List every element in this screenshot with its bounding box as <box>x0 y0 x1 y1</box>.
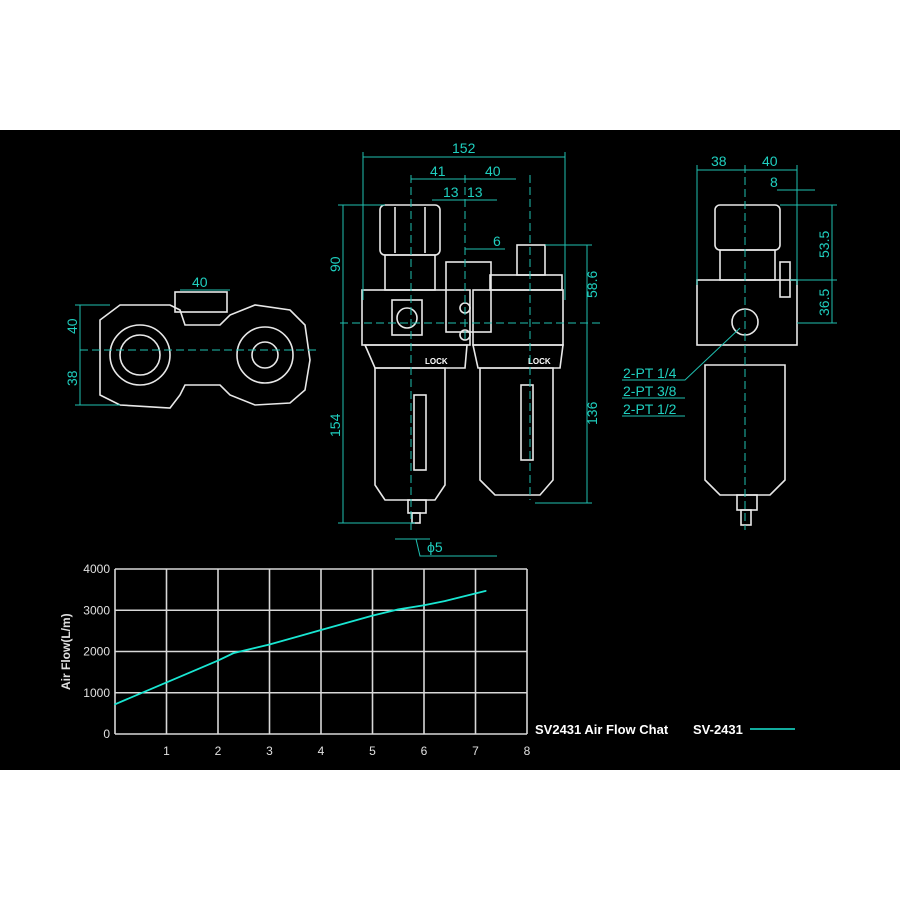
port-label-2: 2-PT 3/8 <box>623 383 677 399</box>
dim-lub-upper: 58.6 <box>584 271 600 298</box>
series-point <box>371 614 374 617</box>
top-right-port <box>236 326 294 384</box>
dim-hole-b: 13 <box>467 184 483 200</box>
x-tick-label: 6 <box>421 744 428 758</box>
dim-hole-a: 13 <box>443 184 459 200</box>
top-body-outline <box>99 304 311 409</box>
series-point <box>423 604 425 607</box>
dim-side-left: 38 <box>711 153 727 169</box>
dim-left-offset: 41 <box>430 163 446 179</box>
top-left-port <box>109 324 171 386</box>
series-point <box>165 681 168 684</box>
chart-title: SV2431 Air Flow Chat <box>535 722 669 737</box>
y-tick-label: 2000 <box>83 645 110 659</box>
dim-top-upper: 40 <box>64 318 80 334</box>
series-point <box>268 643 271 646</box>
filter-bowl <box>374 367 446 501</box>
legend-label: SV-2431 <box>693 722 743 737</box>
x-tick-label: 8 <box>524 744 531 758</box>
dim-slot: 6 <box>493 233 501 249</box>
series-point <box>443 600 446 602</box>
series-point <box>217 659 219 662</box>
x-tick-label: 3 <box>266 744 273 758</box>
side-bowl <box>704 364 786 496</box>
drawing-background <box>0 130 900 770</box>
x-tick-label: 5 <box>369 744 376 758</box>
gauge-dial <box>396 307 418 329</box>
dim-side-lower: 36.5 <box>816 289 832 316</box>
dim-right-offset: 40 <box>485 163 501 179</box>
y-tick-label: 4000 <box>83 562 110 576</box>
front-view: LOCK LOCK 152 41 40 13 13 6 90 154 58.6 … <box>327 140 600 557</box>
lubricator-sight-glass <box>520 384 534 461</box>
y-tick-label: 3000 <box>83 603 110 617</box>
dim-upper-height: 90 <box>327 256 343 272</box>
top-view: 40 40 38 <box>64 274 320 409</box>
y-axis-label: Air Flow(L/m) <box>59 613 73 690</box>
filter-sight-glass <box>413 394 427 471</box>
series-point <box>232 652 235 654</box>
dim-top-lower: 38 <box>64 370 80 386</box>
x-tick-label: 7 <box>472 744 479 758</box>
dim-drain: ϕ5 <box>427 539 443 555</box>
top-left-port-inner <box>119 334 161 376</box>
air-flow-chart: Air Flow(L/m) SV2431 Air Flow Chat SV-24… <box>59 562 795 758</box>
top-bracket <box>174 291 228 313</box>
lubricator-bowl <box>479 367 554 496</box>
port-label-3: 2-PT 1/2 <box>623 401 677 417</box>
dim-side-offset: 8 <box>770 174 778 190</box>
x-tick-label: 4 <box>318 744 325 758</box>
dim-overall-width: 152 <box>452 140 476 156</box>
y-tick-label: 0 <box>103 727 110 741</box>
series-point <box>114 703 116 706</box>
x-tick-label: 1 <box>163 744 170 758</box>
dim-top-width: 40 <box>192 274 208 290</box>
dim-side-upper: 53.5 <box>816 231 832 258</box>
dim-lower-height: 154 <box>327 413 343 437</box>
y-tick-label: 1000 <box>83 686 110 700</box>
port-label-1: 2-PT 1/4 <box>623 365 677 381</box>
series-point <box>320 629 322 631</box>
dim-side-right: 40 <box>762 153 778 169</box>
dim-lub-lower: 136 <box>584 401 600 425</box>
lock-label-left: LOCK <box>425 357 448 366</box>
side-view: 38 40 8 53.5 36.5 2-PT 1/4 2-PT 3/8 2-PT… <box>622 153 837 530</box>
side-body <box>696 279 798 346</box>
lock-label-right: LOCK <box>528 357 551 366</box>
series-point <box>397 608 400 611</box>
top-right-port-inner <box>251 341 279 369</box>
pressure-gauge <box>391 299 423 336</box>
x-tick-label: 2 <box>215 744 222 758</box>
series-point <box>485 590 487 592</box>
